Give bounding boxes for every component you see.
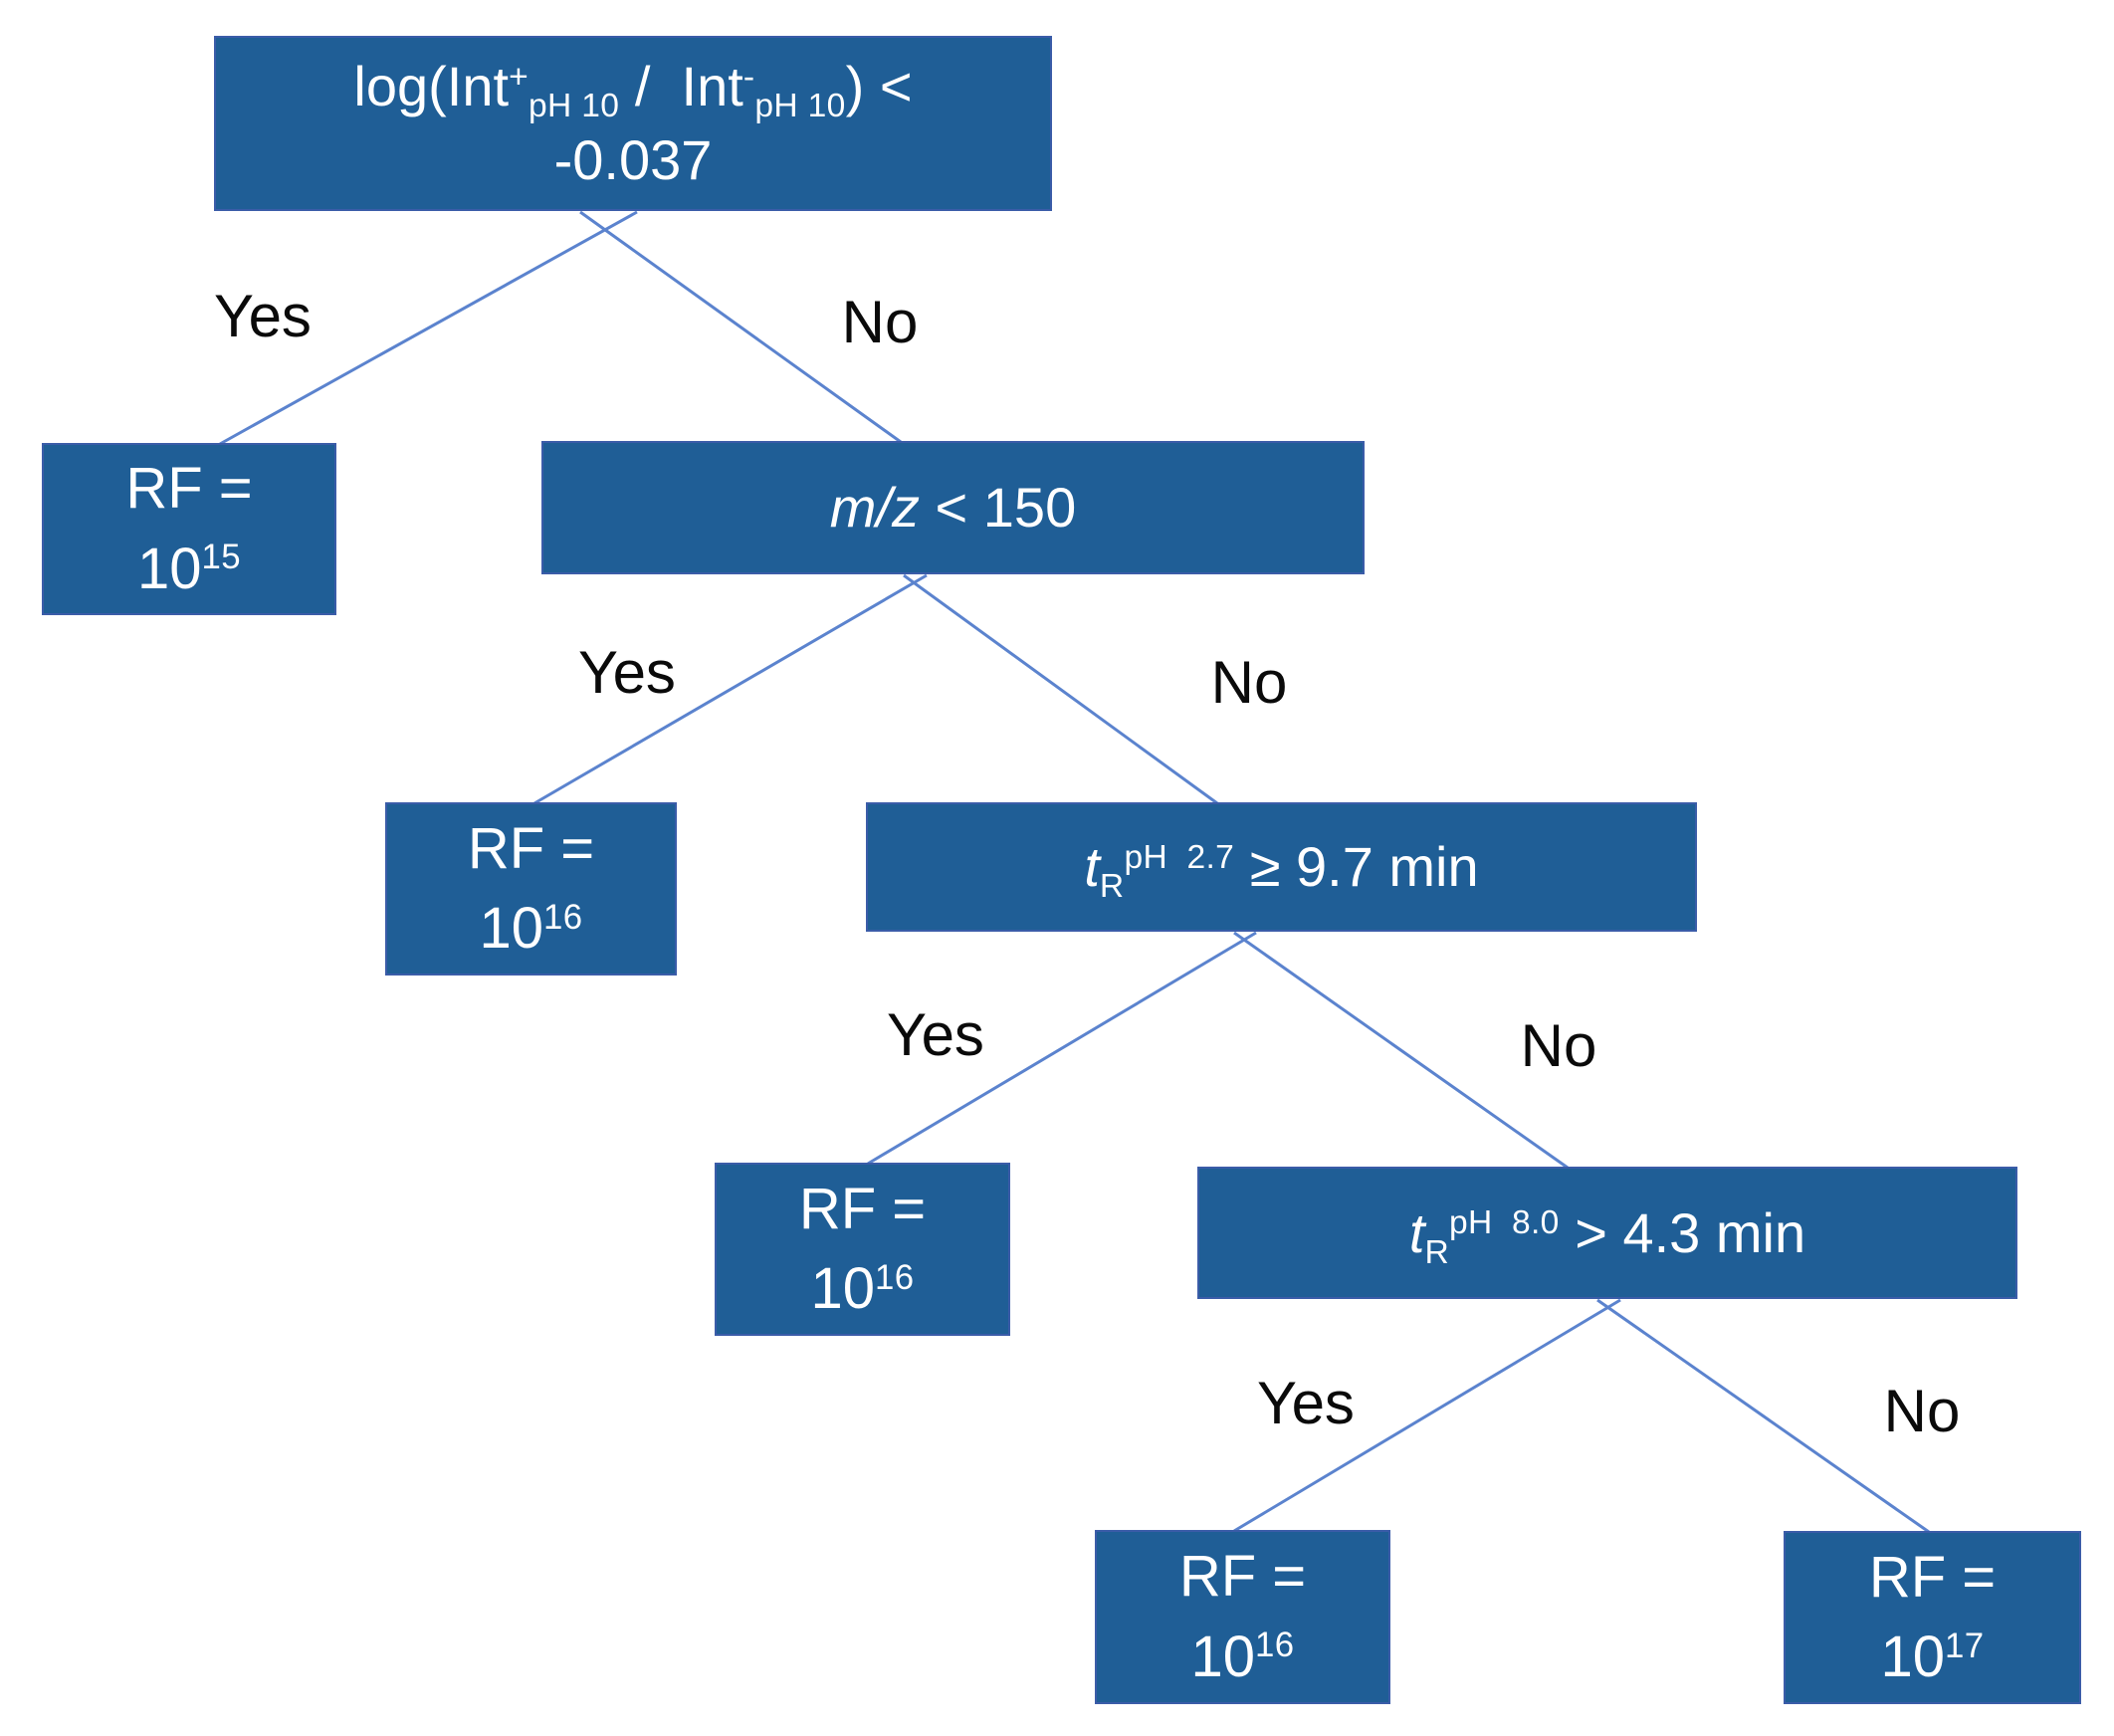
node-leaf-rf16-b-text: RF =1016 <box>798 1176 927 1321</box>
node-root-condition: log(Int+pH 10 / Int-pH 10) <-0.037 <box>214 36 1052 211</box>
node-leaf-rf16-b: RF =1016 <box>715 1163 1010 1336</box>
node-leaf-rf16-a-text: RF =1016 <box>467 815 595 961</box>
edge-tr80-yes <box>1233 1298 1621 1533</box>
node-leaf-rf15-text: RF =1015 <box>125 456 253 601</box>
node-leaf-rf15: RF =1015 <box>42 443 336 615</box>
branch-label-tr80-yes: Yes <box>1257 1370 1355 1436</box>
edge-tr27-no <box>1233 931 1569 1170</box>
node-root-condition-text: log(Int+pH 10 / Int-pH 10) <-0.037 <box>353 55 913 191</box>
branch-label-tr27-no: No <box>1520 1012 1597 1079</box>
node-leaf-rf17-text: RF =1017 <box>1868 1544 1997 1689</box>
edge-mz-yes <box>533 573 928 805</box>
node-tr-ph80-condition-text: tRpH 8.0 > 4.3 min <box>1408 1200 1806 1271</box>
edge-root-yes <box>219 210 638 446</box>
edge-root-no <box>579 210 902 444</box>
node-tr-ph27-condition-text: tRpH 2.7 ≥ 9.7 min <box>1084 835 1479 906</box>
node-tr-ph27-condition: tRpH 2.7 ≥ 9.7 min <box>866 802 1697 932</box>
branch-label-mz-no: No <box>1210 649 1288 716</box>
node-leaf-rf16-a: RF =1016 <box>385 802 677 976</box>
branch-label-root-yes: Yes <box>214 283 312 349</box>
node-leaf-rf17: RF =1017 <box>1784 1531 2081 1704</box>
edge-tr80-no <box>1596 1298 1930 1534</box>
node-tr-ph80-condition: tRpH 8.0 > 4.3 min <box>1197 1167 2017 1299</box>
branch-label-tr80-no: No <box>1883 1378 1961 1444</box>
edge-tr27-yes <box>867 931 1257 1166</box>
node-mz-condition: m/z < 150 <box>541 441 1365 574</box>
node-leaf-rf16-c-text: RF =1016 <box>1178 1544 1307 1689</box>
node-leaf-rf16-c: RF =1016 <box>1095 1530 1390 1704</box>
branch-label-root-no: No <box>841 289 919 355</box>
branch-label-tr27-yes: Yes <box>887 1001 984 1068</box>
branch-label-mz-yes: Yes <box>578 639 676 706</box>
node-mz-condition-text: m/z < 150 <box>829 476 1077 540</box>
edge-mz-no <box>903 573 1218 805</box>
